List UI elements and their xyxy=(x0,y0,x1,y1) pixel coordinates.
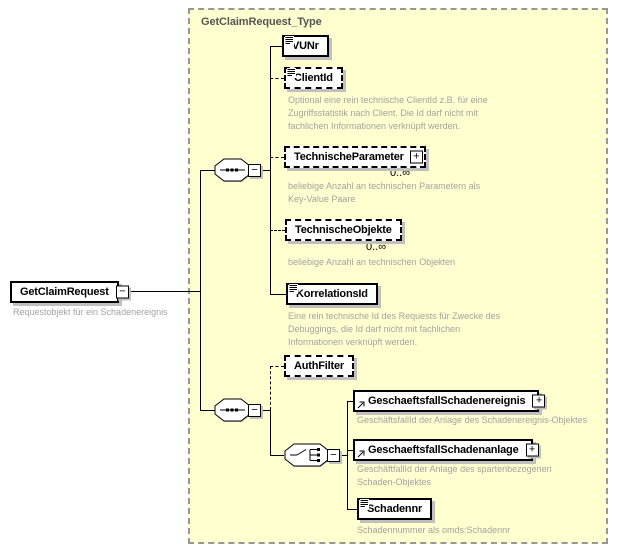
connector-line xyxy=(270,157,284,158)
element-clientid[interactable]: ClientId xyxy=(284,67,343,89)
connector-line xyxy=(270,78,284,79)
connector-line xyxy=(261,170,271,171)
connector-line xyxy=(270,366,284,367)
element-annotation: beliebige Anzahl an technischen Paramete… xyxy=(288,181,481,204)
element-label: GetClaimRequest xyxy=(20,286,109,298)
element-annotation: Requestobjekt für ein Schadenereignis xyxy=(13,307,168,317)
text-content-icon xyxy=(289,284,298,294)
connector-line xyxy=(261,410,271,411)
connector-line xyxy=(270,46,282,47)
text-content-icon xyxy=(287,68,296,78)
element-authfilter[interactable]: AuthFilter xyxy=(284,355,354,377)
collapse-toggle[interactable]: − xyxy=(248,164,261,177)
connector-line xyxy=(347,401,353,402)
element-getclaimrequest[interactable]: GetClaimRequest − xyxy=(10,281,129,303)
element-technischeobjekte[interactable]: TechnischeObjekte xyxy=(285,219,402,241)
element-vunr[interactable]: VUNr xyxy=(282,35,329,57)
expand-toggle[interactable]: + xyxy=(409,150,423,164)
element-label: Schadennr xyxy=(367,503,423,515)
sequence-compositor-icon[interactable] xyxy=(214,158,251,182)
connector-line xyxy=(347,450,353,451)
element-label: TechnischeParameter xyxy=(294,151,404,163)
connector-line xyxy=(340,455,348,456)
text-content-icon xyxy=(285,36,294,46)
element-reference-icon xyxy=(357,450,365,458)
element-label: VUNr xyxy=(292,40,319,52)
element-annotation: Schadennummer als omds:Schadennr xyxy=(357,525,511,535)
complex-type-title: GetClaimRequest_Type xyxy=(201,16,322,28)
collapse-toggle[interactable]: − xyxy=(115,285,129,299)
cardinality-label: 0..∞ xyxy=(366,241,387,253)
element-geschaeftsfallschadenanlage[interactable]: GeschaeftsfallSchadenanlage + xyxy=(353,439,539,461)
connector-line xyxy=(127,291,201,292)
element-annotation: Eine rein technische Id des Requests für… xyxy=(288,311,501,347)
connector-line xyxy=(347,401,348,509)
element-label: AuthFilter xyxy=(294,360,344,372)
element-reference-icon xyxy=(357,401,365,409)
element-label: TechnischeObjekte xyxy=(295,224,392,236)
choice-compositor-icon[interactable] xyxy=(284,443,330,467)
collapse-toggle[interactable]: − xyxy=(327,449,340,462)
cardinality-label: 0..∞ xyxy=(390,167,411,179)
element-geschaeftsfallschadenereignis[interactable]: GeschaeftsfallSchadenereignis + xyxy=(353,390,546,412)
element-label: KorrelationsId xyxy=(296,288,368,300)
sequence-compositor-icon[interactable] xyxy=(214,398,251,422)
expand-toggle[interactable]: + xyxy=(532,394,546,408)
element-korrelationsid[interactable]: KorrelationsId xyxy=(286,283,378,305)
connector-line xyxy=(270,46,271,295)
element-annotation: beliebige Anzahl an technischen Objekten xyxy=(288,257,456,267)
element-annotation: Optional eine rein technische ClientId z… xyxy=(288,95,488,131)
element-annotation: GeschäftsfallId der Anlage des Schadener… xyxy=(357,415,588,425)
connector-line xyxy=(347,509,357,510)
connector-line xyxy=(270,366,271,410)
element-technischeparameter[interactable]: TechnischeParameter + xyxy=(284,146,426,168)
connector-line xyxy=(270,410,271,455)
connector-line xyxy=(270,294,286,295)
element-label: GeschaeftsfallSchadenanlage xyxy=(368,444,519,456)
connector-line xyxy=(270,455,284,456)
text-content-icon xyxy=(360,499,369,509)
expand-toggle[interactable]: + xyxy=(525,443,539,457)
collapse-toggle[interactable]: − xyxy=(248,404,261,417)
connector-line xyxy=(200,410,215,411)
element-label: ClientId xyxy=(294,72,333,84)
element-label: GeschaeftsfallSchadenereignis xyxy=(368,395,526,407)
connector-line xyxy=(200,170,215,171)
element-schadennr[interactable]: Schadennr xyxy=(357,498,433,520)
connector-line xyxy=(200,170,201,411)
element-annotation: GeschäftfallId der Anlage des spartenbez… xyxy=(357,464,552,487)
connector-line xyxy=(270,230,285,231)
